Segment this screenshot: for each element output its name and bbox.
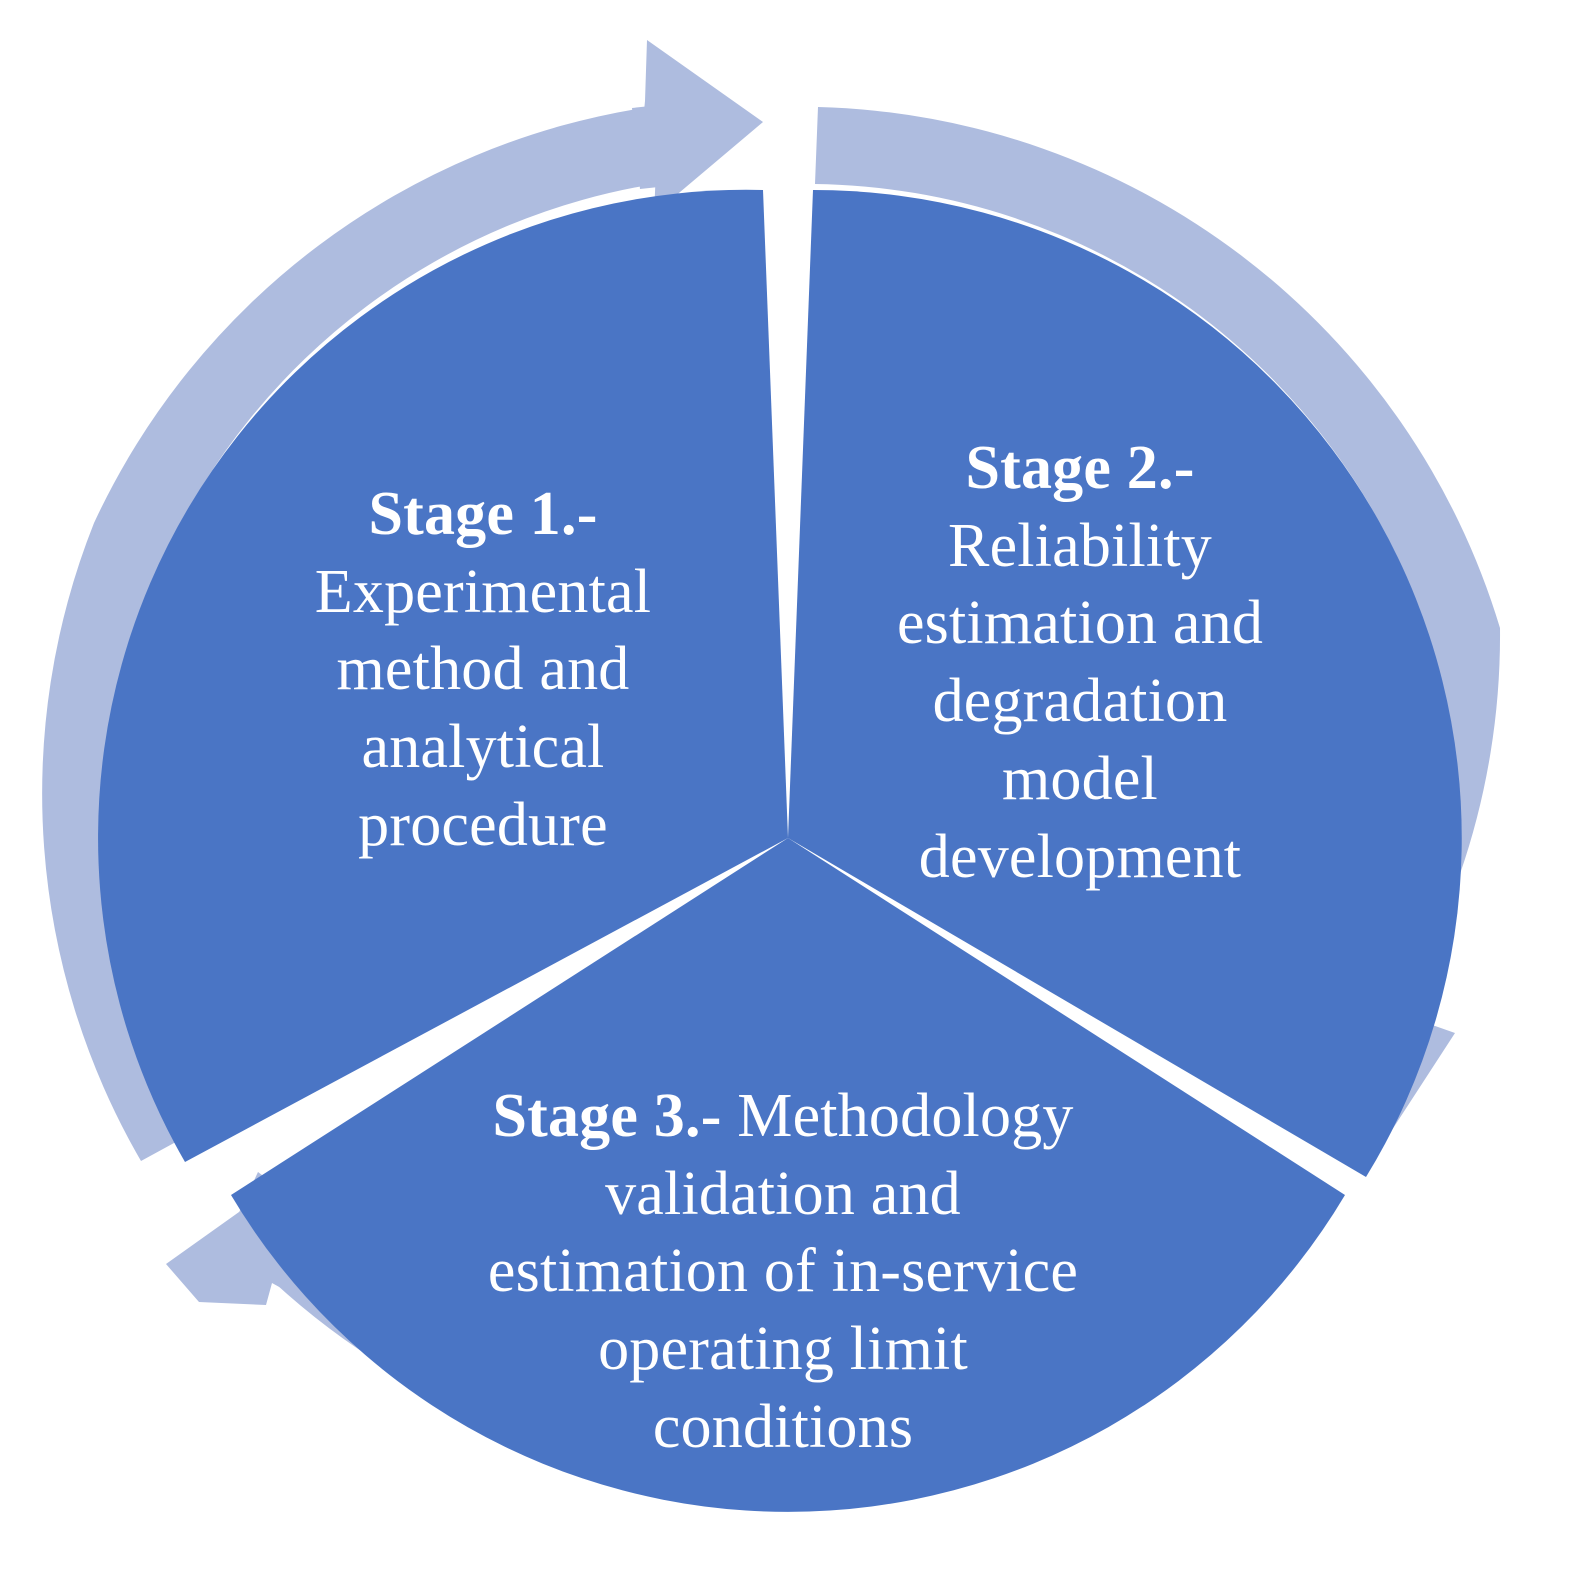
arrow-head-top-joint [632, 105, 668, 189]
stage-3-sector[interactable] [231, 838, 1345, 1512]
arrow-head-top-icon [638, 40, 763, 214]
stage-2-sector[interactable] [788, 189, 1462, 1177]
ring-band-upper-left [42, 107, 662, 1161]
ring-band-upper-right [815, 107, 1501, 1092]
stage-1-sector[interactable] [98, 189, 789, 1163]
ring-arrow-band-1 [42, 40, 763, 1161]
